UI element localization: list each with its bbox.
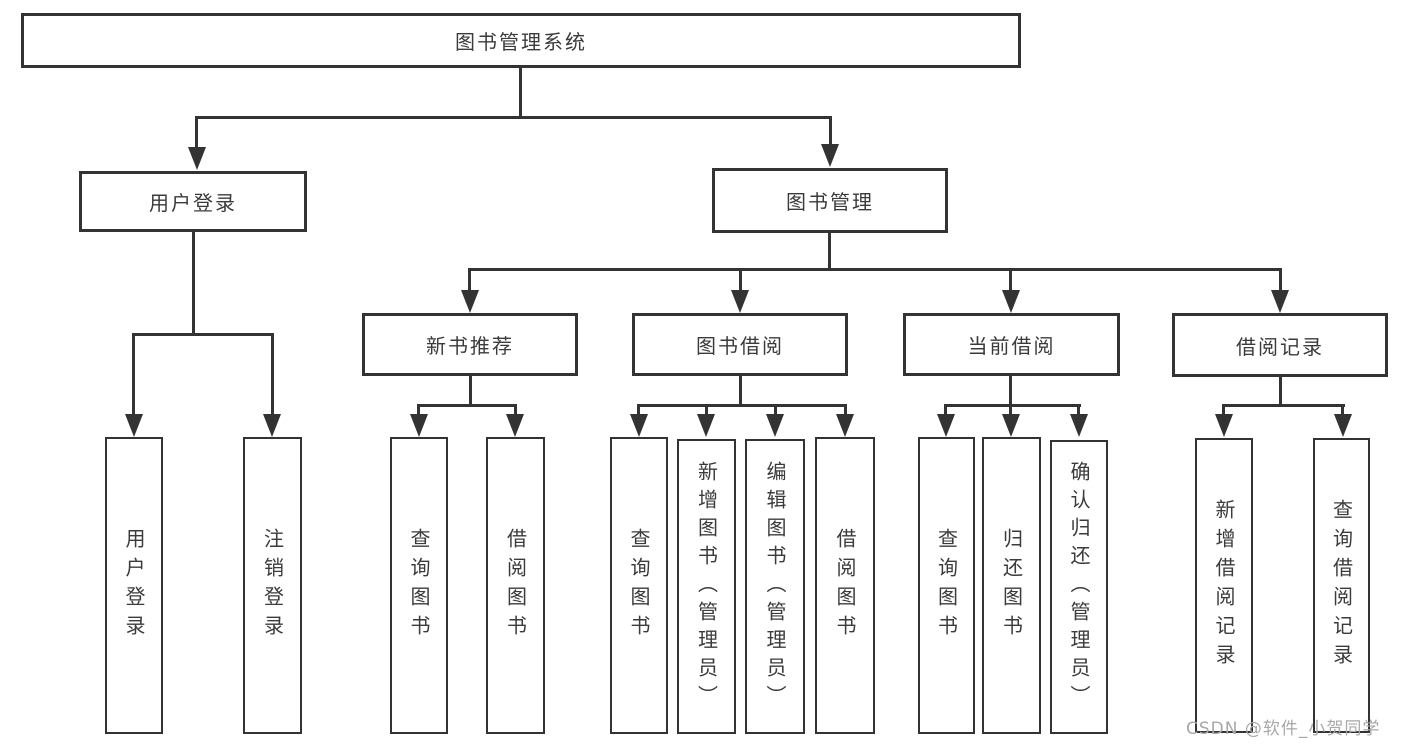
connector-line — [1279, 268, 1282, 292]
connector-line — [829, 116, 832, 147]
connector-line — [637, 404, 640, 417]
arrow-down-icon — [1334, 414, 1352, 437]
arrow-down-icon — [410, 414, 428, 437]
node-user-login: 用户登录 — [79, 171, 307, 232]
csdn-watermark: CSDN @软件_小贺同学 — [1186, 719, 1381, 739]
connector-line — [469, 376, 472, 406]
connector-line — [195, 116, 832, 119]
connector-line — [637, 404, 847, 407]
leaf-user-login: 用户登录 — [105, 437, 163, 734]
leaf-records-add-record: 新增借阅记录 — [1195, 438, 1253, 733]
arrow-down-icon — [506, 414, 524, 437]
node-new-book-recommend: 新书推荐 — [362, 313, 578, 376]
arrow-down-icon — [821, 144, 839, 167]
connector-line — [417, 404, 420, 417]
leaf-logout: 注销登录 — [243, 437, 302, 734]
node-root: 图书管理系统 — [21, 13, 1021, 68]
connector-line — [944, 404, 947, 417]
leaf-borrowing-add-book-admin: 新增图书（管理员） — [677, 439, 736, 734]
connector-line — [774, 404, 777, 417]
arrow-down-icon — [461, 290, 479, 313]
connector-line — [828, 233, 831, 270]
connector-line — [1077, 404, 1080, 417]
leaf-recommend-borrow-book: 借阅图书 — [486, 437, 545, 734]
arrow-down-icon — [836, 414, 854, 437]
leaf-records-query-record: 查询借阅记录 — [1313, 438, 1370, 733]
node-borrowing-records: 借阅记录 — [1172, 313, 1388, 377]
node-current-borrowing: 当前借阅 — [903, 313, 1120, 376]
arrow-down-icon — [697, 414, 715, 437]
connector-line — [468, 268, 471, 292]
connector-line — [132, 333, 135, 415]
connector-line — [1222, 404, 1225, 417]
arrow-down-icon — [731, 290, 749, 313]
connector-line — [1009, 376, 1012, 406]
arrow-down-icon — [937, 414, 955, 437]
arrow-down-icon — [766, 414, 784, 437]
connector-line — [705, 404, 708, 417]
arrow-down-icon — [1215, 414, 1233, 437]
arrow-down-icon — [630, 414, 648, 437]
connector-line — [519, 68, 522, 118]
arrow-down-icon — [263, 414, 281, 437]
connector-line — [192, 232, 195, 335]
node-book-management: 图书管理 — [712, 168, 948, 233]
arrow-down-icon — [188, 147, 206, 170]
connector-line — [514, 404, 517, 417]
connector-line — [132, 333, 274, 336]
leaf-recommend-query-book: 查询图书 — [390, 437, 448, 734]
arrow-down-icon — [125, 414, 143, 437]
node-book-borrowing: 图书借阅 — [632, 313, 848, 376]
leaf-current-return-book: 归还图书 — [982, 437, 1041, 734]
connector-line — [195, 116, 198, 150]
connector-line — [844, 404, 847, 417]
arrow-down-icon — [1271, 290, 1289, 313]
connector-line — [739, 376, 742, 406]
connector-line — [417, 404, 517, 407]
arrow-down-icon — [1002, 290, 1020, 313]
connector-line — [468, 268, 1282, 271]
connector-line — [1009, 404, 1012, 417]
connector-line — [1009, 268, 1012, 292]
leaf-current-query-book: 查询图书 — [918, 437, 975, 734]
connector-line — [739, 268, 742, 292]
connector-line — [1341, 404, 1344, 417]
connector-line — [271, 333, 274, 415]
arrow-down-icon — [1070, 414, 1088, 437]
leaf-borrowing-edit-book-admin: 编辑图书（管理员） — [745, 439, 805, 734]
leaf-borrowing-query-book: 查询图书 — [610, 437, 668, 734]
connector-line — [1222, 404, 1345, 407]
connector-line — [1279, 377, 1282, 406]
leaf-current-confirm-return-admin: 确认归还（管理员） — [1050, 440, 1108, 734]
leaf-borrowing-borrow-book: 借阅图书 — [815, 437, 875, 734]
connector-line — [944, 404, 1081, 407]
arrow-down-icon — [1002, 414, 1020, 437]
